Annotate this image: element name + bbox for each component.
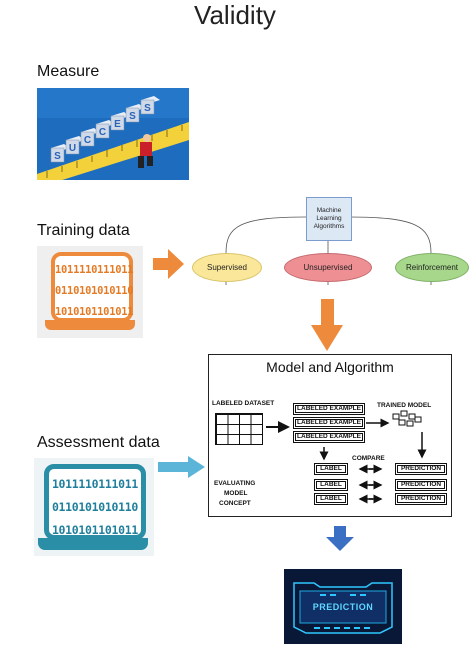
success-block: E — [110, 112, 130, 131]
compare-label: COMPARE — [352, 455, 385, 462]
labeled-dataset-label: LABELED DATASET — [212, 400, 275, 407]
measure-label: Measure — [37, 63, 100, 80]
trained-model-label: TRAINED MODEL — [377, 402, 432, 409]
concept-line: CONCEPT — [219, 500, 251, 507]
success-block: S — [50, 144, 70, 163]
success-letter: S — [129, 111, 136, 122]
success-block: C — [95, 120, 115, 139]
reinforcement-label: Reinforcement — [405, 263, 459, 272]
binary-line: 1010101101011 — [51, 523, 139, 537]
success-block: C — [80, 128, 100, 147]
binary-line: 0110101010110 — [51, 500, 139, 514]
model-arrows — [266, 410, 427, 504]
success-block: U — [65, 136, 85, 155]
labeled-example-box: LABELED EXAMPLE — [293, 417, 365, 429]
model-line: MODEL — [224, 490, 248, 497]
prediction-box: PREDICTION — [395, 493, 447, 505]
labeled-example-box: LABELED EXAMPLE — [293, 403, 365, 415]
monitor-base — [38, 538, 148, 550]
label-box: LABEL — [314, 479, 348, 491]
blue-down-arrow — [326, 526, 354, 551]
monitor-screen: 1011110111011 0110101010110 101010110101… — [51, 252, 134, 322]
prediction-box: PREDICTION — [395, 463, 447, 475]
branch-connector-supervised — [225, 216, 307, 254]
orange-right-arrow — [153, 249, 184, 279]
branch-connector-reinforcement — [349, 216, 432, 254]
supervised-label: Supervised — [206, 263, 248, 272]
monitor-base — [45, 320, 135, 330]
model-title: Model and Algorithm — [266, 359, 394, 375]
label-box: LABEL — [314, 463, 348, 475]
prediction-banner-text: PREDICTION — [312, 602, 374, 612]
binary-line: 1011110111011 — [55, 264, 134, 276]
success-letter: E — [114, 119, 121, 130]
unsupervised-node: Unsupervised — [284, 253, 372, 282]
training-data-label: Training data — [37, 222, 130, 239]
unsupervised-label: Unsupervised — [303, 263, 353, 272]
binary-line: 0110101010110 — [55, 285, 134, 297]
success-letter: S — [54, 151, 61, 162]
ml-algorithms-node: Machine Learning Algorithms — [306, 197, 352, 241]
success-block: S — [125, 104, 145, 123]
reinforcement-node: Reinforcement — [395, 253, 469, 282]
blue-right-arrow — [158, 456, 205, 478]
assessment-data-label: Assessment data — [37, 434, 160, 451]
prediction-box: PREDICTION — [395, 479, 447, 491]
page-title: Validity — [194, 0, 276, 30]
supervised-node: Supervised — [192, 253, 262, 282]
assessment-data-icon: 1011110111011 0110101010110 101010110101… — [34, 458, 154, 556]
evaluating-line: EVALUATING — [214, 480, 256, 487]
labeled-example-box: LABELED EXAMPLE — [293, 431, 365, 443]
prediction-banner-image: PREDICTION — [284, 569, 402, 644]
binary-line: 1010101101011 — [55, 306, 134, 318]
orange-down-arrow — [311, 299, 343, 351]
binary-line: 1011110111011 — [51, 477, 139, 491]
evaluating-model-concept-label: EVALUATING MODEL CONCEPT — [214, 479, 255, 509]
success-letter: U — [69, 143, 76, 154]
success-block: S — [140, 96, 160, 115]
monitor-screen: 1011110111011 0110101010110 101010110101… — [44, 464, 146, 540]
label-box: LABEL — [314, 493, 348, 505]
success-letter: C — [99, 127, 106, 138]
dataset-grid-icon — [215, 413, 263, 445]
training-data-icon: 1011110111011 0110101010110 101010110101… — [37, 246, 143, 338]
success-letter: C — [84, 135, 91, 146]
success-letter: S — [144, 103, 151, 114]
ml-algorithms-label: Machine Learning Algorithms — [313, 207, 345, 230]
hud-frame-illustration — [284, 569, 402, 644]
